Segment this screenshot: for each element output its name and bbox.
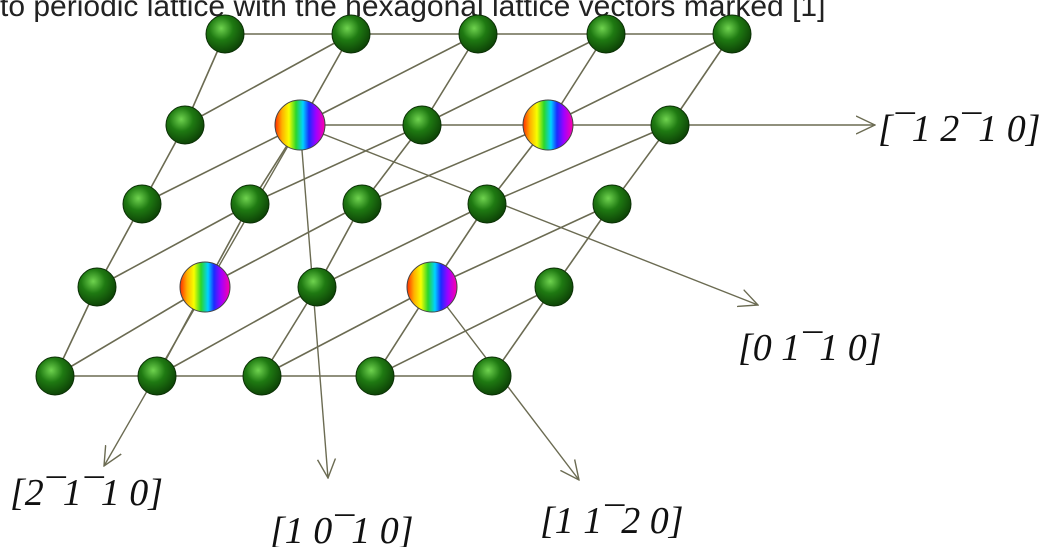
lattice-atom [122, 184, 162, 224]
lattice-atom [342, 184, 382, 224]
direction-vectors [104, 125, 875, 480]
rainbow-atom-site [179, 261, 231, 313]
lattice-atom [586, 14, 626, 54]
rainbow-atom-site [406, 261, 458, 313]
lattice-atoms [35, 14, 752, 396]
bond-diagonal [361, 124, 549, 205]
direction-label-3: [2¯1¯1 0] [10, 472, 163, 514]
lattice-atom [205, 14, 245, 54]
lattice-atom [77, 267, 117, 307]
bond-diagonal [421, 33, 607, 126]
bond-diagonal [316, 203, 488, 288]
lattice-atom [402, 105, 442, 145]
bond-diagonal [54, 286, 206, 377]
lattice-atom [331, 14, 371, 54]
bond-diagonal [249, 124, 423, 205]
lattice-atom [137, 356, 177, 396]
bond-diagonal [96, 203, 251, 288]
lattice-atom [297, 267, 337, 307]
rainbow-atom-site [522, 99, 574, 151]
direction-label-4: [1 0¯1 0] [270, 510, 414, 547]
header-caption: to periodic lattice with the hexagonal l… [0, 0, 825, 23]
vector-arrow-2 [299, 124, 758, 305]
direction-label-5: [1 1¯2 0] [540, 500, 684, 542]
bond-diagonal [431, 203, 613, 288]
bond-diagonal [156, 286, 318, 377]
lattice-atom [35, 356, 75, 396]
lattice-atom [165, 105, 205, 145]
lattice-atom [650, 105, 690, 145]
lattice-atom [355, 356, 395, 396]
lattice-atom [712, 14, 752, 54]
lattice-atom [534, 267, 574, 307]
bond-diagonal [184, 33, 352, 126]
lattice-atom [458, 14, 498, 54]
bond-diagonal [547, 33, 733, 126]
bond-diagonal [261, 286, 433, 377]
direction-label-2: [0 1¯1 0] [738, 327, 882, 369]
direction-label-1: [¯1 2¯1 0] [878, 108, 1041, 150]
lattice-atom [472, 356, 512, 396]
rainbow-atom-site [274, 99, 326, 151]
lattice-atom [592, 184, 632, 224]
lattice-atom [230, 184, 270, 224]
bond-diagonal [204, 203, 363, 288]
lattice-atom [467, 184, 507, 224]
bond-diagonal [141, 124, 301, 205]
bond-diagonal [486, 124, 671, 205]
lattice-atom [242, 356, 282, 396]
bond-diagonal [299, 33, 479, 126]
bond-diagonal [374, 286, 555, 377]
